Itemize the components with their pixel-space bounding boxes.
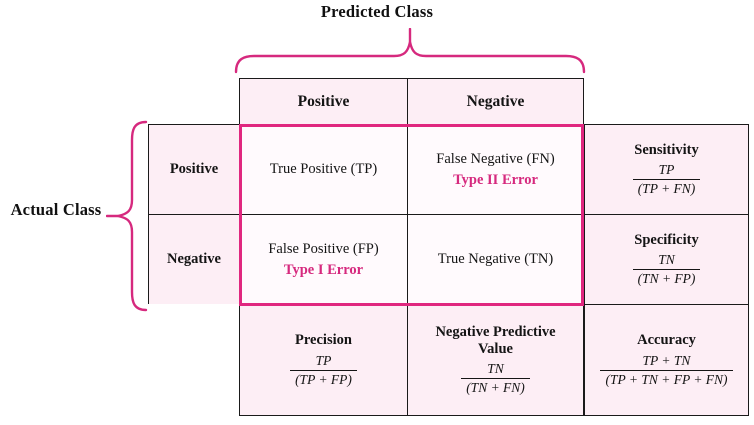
row-header-positive: Positive (148, 124, 240, 215)
cell-true-negative: True Negative (TN) (407, 214, 584, 305)
metric-accuracy-formula: TP + TN (TP + TN + FP + FN) (600, 352, 733, 388)
metric-negative-predictive-value-denominator: (TN + FN) (461, 378, 530, 396)
cell-true-positive-label: True Positive (TP) (269, 161, 378, 178)
matrix-grid: Positive Negative Positive True Positive… (148, 78, 749, 416)
metric-sensitivity: Sensitivity TP (TP + FN) (584, 124, 749, 215)
cell-false-negative: False Negative (FN) Type II Error (407, 124, 584, 215)
metric-negative-predictive-value: Negative Predictive Value TN (TN + FN) (407, 304, 584, 416)
column-header-negative: Negative (407, 78, 584, 125)
metric-precision-label: Precision (295, 332, 352, 349)
predicted-class-brace (232, 27, 588, 79)
metric-sensitivity-formula: TP (TP + FN) (632, 162, 701, 197)
corner-blank-top-right (584, 78, 749, 125)
corner-blank-bottom-left (148, 304, 240, 416)
cell-false-negative-label: False Negative (FN) (436, 150, 555, 167)
actual-class-title: Actual Class (10, 200, 102, 219)
metric-precision-formula: TP (TP + FP) (290, 353, 357, 388)
metric-specificity-numerator: TN (658, 252, 675, 268)
type-2-error-label: Type II Error (453, 172, 538, 189)
metric-accuracy-label: Accuracy (637, 332, 696, 349)
metric-negative-predictive-value-numerator: TN (487, 361, 504, 377)
metric-accuracy-numerator: TP + TN (642, 352, 691, 368)
metric-precision-denominator: (TP + FP) (290, 369, 357, 388)
corner-blank-top-left (148, 78, 240, 125)
metric-specificity: Specificity TN (TN + FP) (584, 214, 749, 305)
type-1-error-label: Type I Error (283, 262, 364, 279)
metric-precision: Precision TP (TP + FP) (239, 304, 408, 416)
metric-specificity-formula: TN (TN + FP) (632, 252, 701, 287)
metric-negative-predictive-value-formula: TN (TN + FN) (461, 361, 530, 396)
row-header-positive-label: Positive (169, 161, 219, 177)
cell-false-positive-label: False Positive (FP) (268, 240, 379, 257)
actual-class-brace (105, 118, 150, 319)
column-header-positive-label: Positive (297, 92, 350, 110)
metric-sensitivity-label: Sensitivity (634, 141, 699, 158)
metric-negative-predictive-value-label: Negative Predictive Value (435, 323, 556, 358)
metric-specificity-denominator: (TN + FP) (632, 269, 701, 287)
metric-precision-numerator: TP (315, 352, 332, 368)
column-header-positive: Positive (239, 78, 408, 125)
row-header-negative: Negative (148, 214, 240, 305)
metric-sensitivity-denominator: (TP + FN) (632, 179, 701, 197)
metric-sensitivity-numerator: TP (658, 162, 675, 178)
metric-specificity-label: Specificity (634, 231, 699, 248)
column-header-negative-label: Negative (466, 92, 525, 110)
metric-accuracy: Accuracy TP + TN (TP + TN + FP + FN) (584, 304, 749, 416)
cell-true-positive: True Positive (TP) (239, 124, 408, 215)
metric-accuracy-denominator: (TP + TN + FP + FN) (600, 369, 733, 388)
cell-false-positive: False Positive (FP) Type I Error (239, 214, 408, 305)
row-header-negative-label: Negative (167, 251, 221, 267)
cell-true-negative-label: True Negative (TN) (437, 251, 554, 268)
predicted-class-title: Predicted Class (320, 2, 434, 21)
